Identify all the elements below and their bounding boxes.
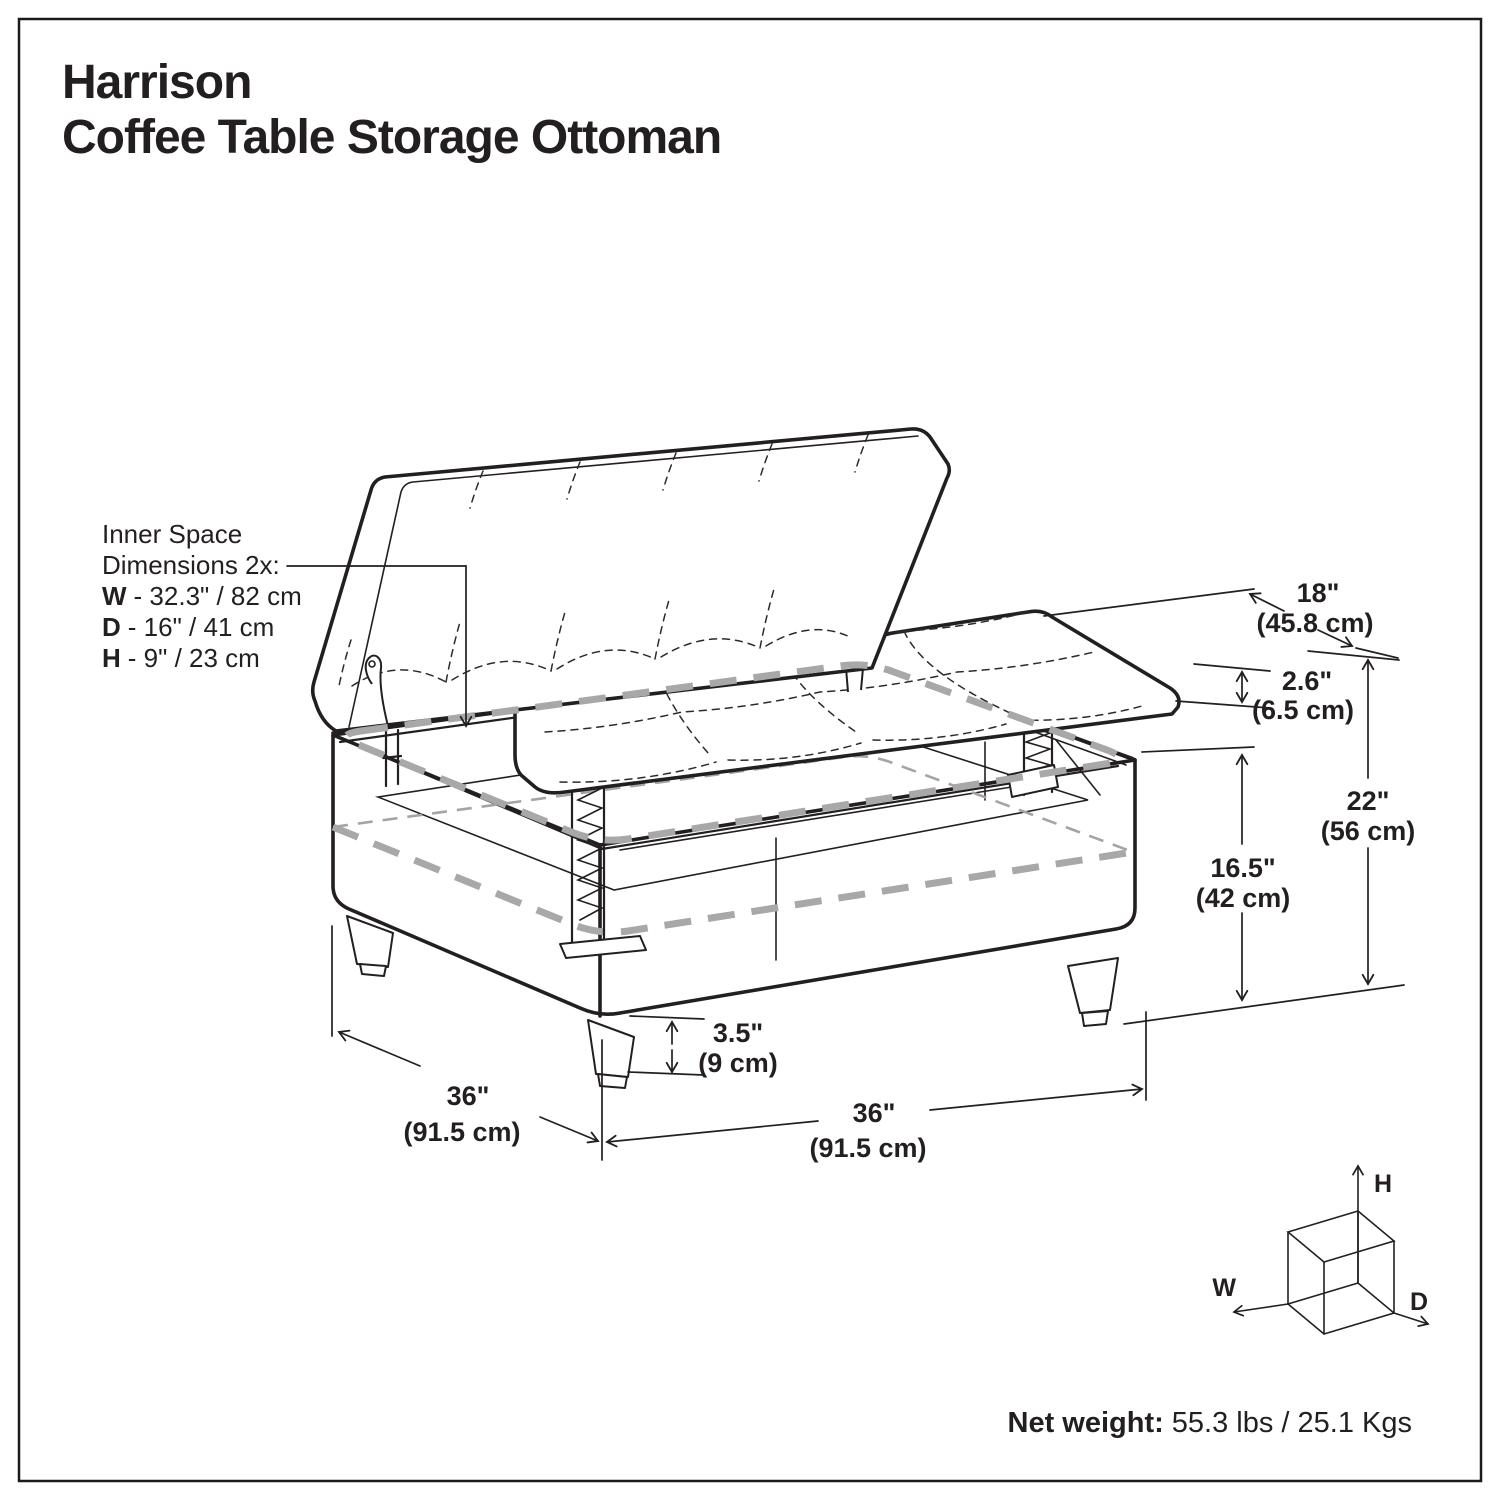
axis-h-label: H	[1374, 1170, 1392, 1198]
inner-space-leader-arrow	[286, 565, 473, 728]
axis-d-label: D	[1410, 1288, 1428, 1316]
svg-text:(42 cm): (42 cm)	[1196, 883, 1291, 913]
inner-space-outline	[343, 661, 1123, 844]
dim-depth: 36" (91.5 cm)	[331, 925, 600, 1147]
inner-space-bottom-front-edge	[331, 823, 1134, 936]
dimension-annotations: 18" (45.8 cm) 2.6" (6.5 cm) 22" (56 cm) …	[286, 565, 1416, 1163]
dim-baseline	[1123, 984, 1405, 1025]
page-title: Harrison Coffee Table Storage Ottoman	[62, 56, 722, 164]
dim-lid-thickness: 2.6" (6.5 cm)	[1175, 663, 1354, 725]
inner-space-heading1: Inner Space	[102, 519, 242, 549]
dim-body-height: 16.5" (42 cm)	[1141, 746, 1291, 1002]
inner-space-bottom-hidden-edge	[332, 754, 1134, 854]
lid-hinge	[364, 654, 403, 788]
svg-text:36": 36"	[447, 1081, 490, 1111]
lid-tufting	[338, 434, 869, 687]
title-line2: Coffee Table Storage Ottoman	[62, 111, 721, 164]
center-hinge	[559, 760, 647, 959]
inner-space-heading2: Dimensions 2x:	[102, 550, 280, 580]
svg-text:(6.5 cm): (6.5 cm)	[1252, 695, 1354, 725]
axis-d-arrow	[1393, 1312, 1430, 1327]
title-line1: Harrison	[62, 56, 251, 109]
axis-w-label: W	[1212, 1274, 1236, 1302]
inner-space-h: H- 9" / 23 cm	[102, 643, 260, 673]
legs	[346, 915, 1119, 1089]
ottoman-illustration	[310, 427, 1181, 1089]
svg-text:18": 18"	[1297, 578, 1340, 608]
svg-text:22": 22"	[1347, 786, 1390, 816]
svg-text:(56 cm): (56 cm)	[1321, 816, 1416, 846]
svg-text:2.6": 2.6"	[1282, 666, 1332, 696]
inner-space-d: D- 16" / 41 cm	[102, 612, 274, 642]
svg-text:16.5": 16.5"	[1210, 853, 1275, 883]
inner-space-w: W- 32.3" / 82 cm	[102, 581, 302, 611]
open-lid	[310, 427, 952, 788]
dim-width: 36" (91.5 cm)	[601, 1011, 1147, 1163]
svg-text:(91.5 cm): (91.5 cm)	[809, 1133, 926, 1163]
dim-overall-height: 22" (56 cm)	[1307, 650, 1416, 986]
dim-lid-depth: 18" (45.8 cm)	[1043, 578, 1399, 659]
svg-text:(9 cm): (9 cm)	[698, 1048, 778, 1078]
svg-text:3.5": 3.5"	[713, 1018, 763, 1048]
svg-text:(45.8 cm): (45.8 cm)	[1256, 608, 1373, 638]
net-weight: Net weight:55.3 lbs / 25.1 Kgs	[1008, 1407, 1413, 1439]
axis-w-arrow	[1232, 1303, 1289, 1317]
page-border	[17, 17, 1483, 1483]
inner-space-note: Inner Space Dimensions 2x: W- 32.3" / 82…	[102, 519, 302, 673]
svg-text:(91.5 cm): (91.5 cm)	[403, 1117, 520, 1147]
dim-leg-height: 3.5" (9 cm)	[627, 1015, 778, 1078]
axis-cube-legend: H W D	[1212, 1164, 1430, 1335]
svg-text:36": 36"	[853, 1098, 896, 1128]
